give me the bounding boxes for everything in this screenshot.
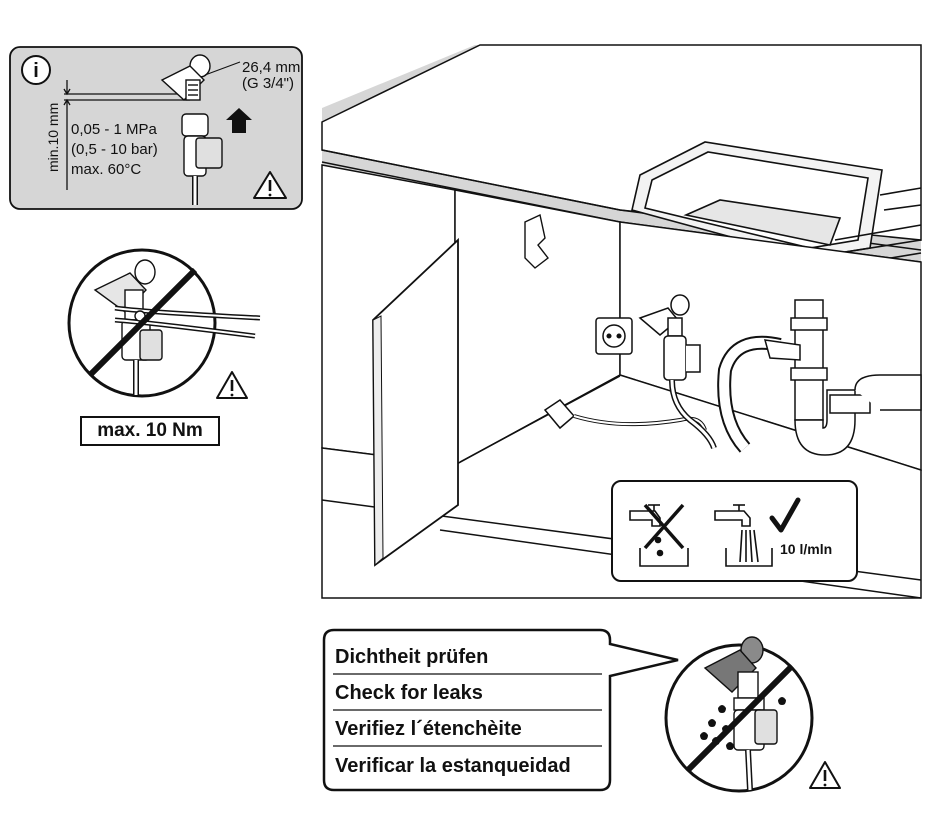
warning-icon	[216, 371, 248, 399]
leak-check-row-es: Verificar la estanqueidad	[335, 755, 571, 777]
info-box	[9, 46, 303, 210]
flow-rate-text: 10 l/mln	[780, 541, 832, 557]
water-tap-with-aquastop	[638, 294, 717, 450]
leak-check-row-de: Dichtheit prüfen	[335, 646, 489, 668]
info-icon	[21, 55, 51, 85]
max-temp-text: max. 60°C	[71, 161, 141, 178]
leak-check-row-fr: Verifiez l´étenchèite	[335, 718, 522, 740]
leaking-tap-prohibited-icon	[664, 636, 814, 793]
leak-check-box	[322, 628, 679, 792]
thread-size-text: 26,4 mm	[242, 59, 300, 76]
min-length-text: min.10 mm	[45, 103, 61, 172]
tap-connector-illustration	[160, 54, 223, 205]
pressure-bar-text: (0,5 - 10 bar)	[71, 141, 158, 158]
checkmark-icon	[769, 497, 801, 533]
power-plug-icon	[543, 399, 707, 431]
dripping-tap-not-ok-icon	[629, 503, 689, 567]
thread-size-alt-text: (G 3/4")	[242, 75, 294, 92]
dimension-lines	[63, 80, 190, 190]
torn-panel	[524, 213, 549, 269]
sink	[631, 141, 922, 277]
pressure-mpa-text: 0,05 - 1 MPa	[71, 121, 158, 138]
leak-check-row-en: Check for leaks	[335, 682, 483, 704]
tap-with-pliers-prohibited-icon	[67, 248, 261, 398]
warning-icon	[809, 761, 841, 789]
wall-socket-icon	[595, 317, 633, 355]
siphon-pipe	[763, 299, 922, 456]
info-symbol-text: i	[33, 60, 39, 82]
full-flow-tap-ok-icon	[714, 504, 773, 567]
warning-icon	[253, 171, 287, 199]
flow-rate-panel	[611, 480, 858, 582]
max-torque-label: max. 10 Nm	[80, 416, 220, 446]
up-arrow-icon	[226, 108, 252, 133]
